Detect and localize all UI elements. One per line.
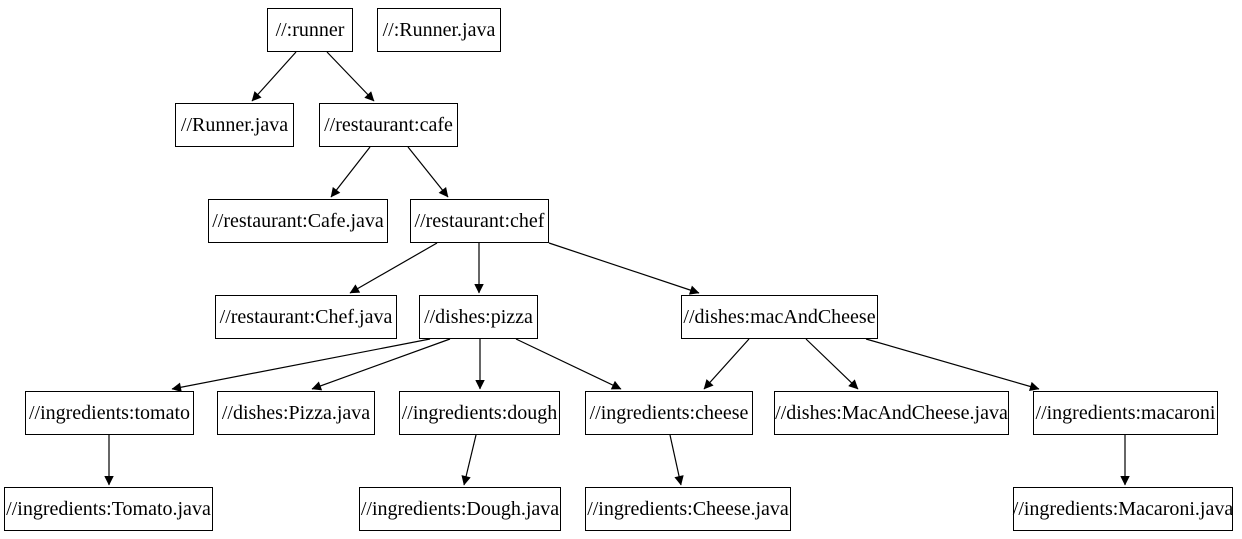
edge-cheese-to-cheese-java (669, 434, 684, 486)
node-runner: //:runner (267, 8, 353, 52)
node-chef-java: //restaurant:Chef.java (215, 295, 397, 339)
edge-cafe-to-chef (407, 146, 449, 198)
node-mac-and-cheese-java: //dishes:MacAndCheese.java (774, 391, 1009, 435)
node-dough-java: //ingredients:Dough.java (359, 487, 561, 531)
node-tomato: //ingredients:tomato (25, 391, 194, 435)
node-cafe-java: //restaurant:Cafe.java (208, 199, 388, 243)
node-mac-and-cheese: //dishes:macAndCheese (681, 295, 878, 339)
edge-runner-to-cafe (326, 51, 375, 102)
node-cheese-java: //ingredients:Cheese.java (585, 487, 791, 531)
edge-runner-to-runner-java (251, 51, 297, 102)
node-cafe: //restaurant:cafe (319, 103, 458, 147)
node-runner-java-file: //:Runner.java (377, 8, 501, 52)
edge-dough-to-dough-java (461, 434, 477, 486)
edge-mac-and-cheese-to-macaroni (865, 338, 1040, 392)
node-tomato-java: //ingredients:Tomato.java (4, 487, 213, 531)
edge-cafe-to-cafe-java (330, 146, 371, 198)
node-runner-java: //Runner.java (175, 103, 294, 147)
node-dough: //ingredients:dough (399, 391, 560, 435)
node-cheese: //ingredients:cheese (585, 391, 753, 435)
edge-pizza-to-tomato (171, 338, 431, 392)
edge-chef-to-chef-java (349, 242, 438, 294)
node-pizza-java: //dishes:Pizza.java (217, 391, 375, 435)
node-macaroni: //ingredients:macaroni (1033, 391, 1218, 435)
edge-pizza-to-cheese (515, 338, 622, 390)
edge-chef-to-mac-and-cheese (548, 242, 700, 295)
node-chef: //restaurant:chef (410, 199, 549, 243)
edge-mac-and-cheese-to-mac-and-cheese-java (805, 338, 859, 390)
node-macaroni-java: //ingredients:Macaroni.java (1013, 487, 1233, 531)
edge-pizza-to-pizza-java (311, 338, 451, 391)
node-pizza: //dishes:pizza (419, 295, 538, 339)
edge-mac-and-cheese-to-cheese (703, 338, 750, 390)
